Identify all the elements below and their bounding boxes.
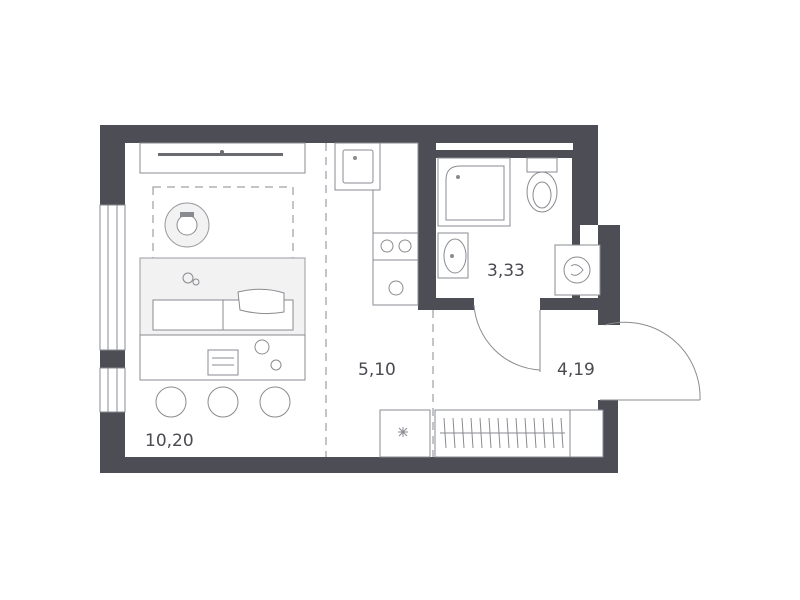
wardrobe-icon xyxy=(434,409,604,458)
robot-vacuum-icon xyxy=(164,202,210,248)
wall-bottom xyxy=(100,457,603,473)
sofa-icon xyxy=(139,257,306,336)
wall-top xyxy=(100,125,598,143)
area-label-bathroom: 3,33 xyxy=(487,261,525,281)
wall-left-lower xyxy=(100,412,125,473)
hanger-mark xyxy=(461,417,465,449)
hanger-mark xyxy=(443,417,447,449)
hanger-mark xyxy=(524,417,528,449)
hanger-mark xyxy=(533,417,537,449)
wall-bath-bottom-right xyxy=(540,298,620,310)
hanger-mark xyxy=(551,417,555,449)
kitchen xyxy=(325,142,434,458)
stool-icon xyxy=(207,386,239,418)
shower-icon xyxy=(437,157,511,227)
hanger-mark xyxy=(452,417,456,449)
wall-left-middle xyxy=(100,350,125,368)
hanger-mark xyxy=(470,417,474,449)
hanger-mark xyxy=(479,417,483,449)
wall-bath-left xyxy=(418,140,436,310)
area-labels: 10,20 5,10 3,33 4,19 xyxy=(145,261,595,451)
window-lower xyxy=(99,367,126,413)
entry-hall xyxy=(434,304,701,458)
window-upper xyxy=(99,204,126,351)
area-label-living-room: 10,20 xyxy=(145,431,194,451)
area-label-entry-hall: 4,19 xyxy=(557,360,595,380)
cabinet-icon xyxy=(379,409,431,458)
desk-icon xyxy=(139,334,306,381)
area-label-kitchen-hall: 5,10 xyxy=(358,360,396,380)
stool-icon xyxy=(259,386,291,418)
hanger-mark xyxy=(497,417,501,449)
wall-bath-top-inner xyxy=(428,150,578,158)
rug-outline xyxy=(152,186,294,311)
hanger-mark xyxy=(542,417,546,449)
hanger-mark xyxy=(560,417,564,449)
door-swing-icon xyxy=(473,304,541,371)
wall-bath-bottom-left xyxy=(418,298,474,310)
hanger-mark xyxy=(515,417,519,449)
hanger-mark xyxy=(506,417,510,449)
windows xyxy=(99,204,126,413)
tv-icon xyxy=(139,142,306,174)
washbasin-icon xyxy=(437,232,469,279)
stove-icon xyxy=(372,232,419,261)
walls xyxy=(100,125,620,473)
bathroom xyxy=(437,157,601,296)
fridge-icon xyxy=(372,259,419,306)
washing-machine-icon xyxy=(554,244,601,296)
sink-icon xyxy=(334,142,381,191)
hanger-mark xyxy=(488,417,492,449)
wall-left-upper xyxy=(100,125,125,205)
stool-icon xyxy=(155,386,187,418)
door-swing-icon xyxy=(604,321,701,401)
wall-bath-right-inner xyxy=(572,150,580,300)
toilet-icon xyxy=(526,157,558,213)
living-room xyxy=(139,142,306,418)
